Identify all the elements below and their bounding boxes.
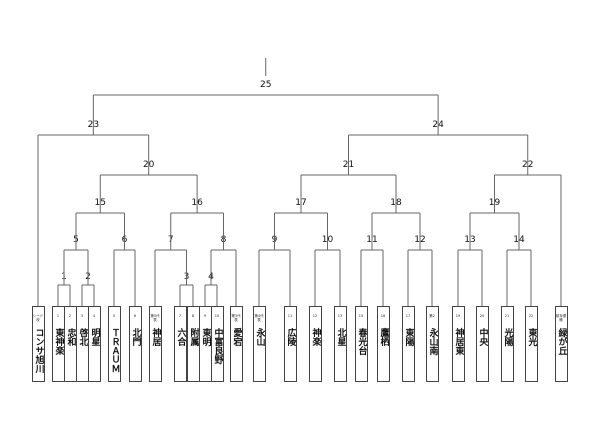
- team-name: 東神楽: [53, 328, 64, 355]
- team-name: 光陽: [502, 328, 513, 346]
- team-seed: 第4代表: [254, 314, 264, 322]
- match-connector: [113, 249, 136, 306]
- team-name: 東陽: [403, 328, 414, 346]
- team-box: 第3代表愛宕: [229, 306, 243, 382]
- team-seed: 前年優勝: [555, 314, 567, 322]
- match-connector: [457, 249, 483, 306]
- team-seed: 第3代表: [231, 314, 241, 322]
- team-box: 11 広陵: [283, 306, 297, 382]
- team-seed: 16: [380, 314, 386, 318]
- match-connector: [37, 134, 150, 306]
- match-connector: [494, 174, 562, 306]
- team-name: 中富良野: [212, 328, 223, 364]
- team-box: 17 東陽: [401, 306, 415, 382]
- team-box: 4 明星: [87, 306, 101, 382]
- team-box: 12 神楽: [308, 306, 322, 382]
- team-name: コンサ旭川: [33, 328, 44, 373]
- match-connector: [371, 212, 421, 250]
- team-box: 前年優勝緑が丘: [554, 306, 568, 382]
- team-name: 忠和: [65, 328, 76, 346]
- match-connector: [506, 249, 532, 306]
- team-box: シード校コンサ旭川: [31, 306, 45, 382]
- team-name: 永山: [254, 328, 265, 346]
- match-connector: [170, 212, 224, 250]
- team-name: 春光台: [356, 328, 367, 355]
- team-seed: 第2: [429, 314, 435, 318]
- team-name: 緑が丘: [556, 328, 567, 355]
- team-name: 六合: [175, 328, 186, 346]
- match-connector: [92, 94, 439, 135]
- match-connector: [179, 284, 194, 306]
- team-name: 神居東: [453, 328, 464, 355]
- team-box: 15 春光台: [354, 306, 368, 382]
- match-connector: [204, 284, 218, 306]
- match-connector: [469, 212, 520, 250]
- team-name: 明星: [89, 328, 100, 346]
- match-number: 25: [260, 80, 271, 90]
- team-box: 6 北門: [128, 306, 142, 382]
- match-connector: [348, 134, 529, 175]
- team-name: 啓北: [77, 328, 88, 346]
- match-connector: [360, 249, 384, 306]
- team-seed: 15: [358, 314, 364, 318]
- match-connector: [274, 212, 328, 250]
- team-box: 第2 永山南: [425, 306, 439, 382]
- team-seed: 9: [203, 314, 207, 318]
- team-box: 16 鷹栖: [376, 306, 390, 382]
- team-seed: 20: [479, 314, 485, 318]
- match-connector: [75, 212, 125, 250]
- team-box: 19 神居東: [451, 306, 465, 382]
- team-seed: 7: [178, 314, 182, 318]
- team-seed: シード校: [32, 314, 44, 322]
- team-name: 広陵: [285, 328, 296, 346]
- team-box: 第5代表神居: [148, 306, 162, 382]
- team-name: 東明: [200, 328, 211, 346]
- team-box: 第4代表永山: [252, 306, 266, 382]
- match-connector: [99, 174, 198, 213]
- team-name: 神居: [150, 328, 161, 346]
- team-seed: 22: [528, 314, 534, 318]
- team-box: 10 中富良野: [210, 306, 224, 382]
- team-seed: 21: [504, 314, 510, 318]
- team-name: 愛宕: [231, 328, 242, 346]
- team-name: 北星: [335, 328, 346, 346]
- team-seed: 10: [214, 314, 220, 318]
- team-name: 神楽: [310, 328, 321, 346]
- match-connector: [81, 284, 95, 306]
- team-seed: 11: [287, 314, 293, 318]
- team-seed: 1: [56, 314, 60, 318]
- team-seed: 8: [191, 314, 195, 318]
- team-name: 中央: [477, 328, 488, 346]
- team-box: 21 光陽: [500, 306, 514, 382]
- match-connector: [314, 249, 341, 306]
- team-seed: 5: [112, 314, 116, 318]
- team-box: 7 六合: [173, 306, 187, 382]
- team-seed: 6: [133, 314, 137, 318]
- team-box: 20 中央: [475, 306, 489, 382]
- team-seed: 13: [337, 314, 343, 318]
- team-seed: 17: [405, 314, 411, 318]
- team-seed: 4: [92, 314, 96, 318]
- team-box: 22 東光: [524, 306, 538, 382]
- team-name: ＴＲＡＵＭ: [109, 328, 120, 373]
- match-connector: [407, 249, 433, 306]
- match-connector: [57, 284, 71, 306]
- team-name: 鷹栖: [378, 328, 389, 346]
- match-connector: [258, 249, 291, 306]
- team-seed: 2: [68, 314, 72, 318]
- match-connector: [300, 174, 397, 213]
- team-seed: 3: [80, 314, 84, 318]
- team-name: 北門: [130, 328, 141, 346]
- team-seed: 12: [312, 314, 318, 318]
- team-box: 13 北星: [333, 306, 347, 382]
- team-seed: 第5代表: [150, 314, 160, 322]
- team-name: 附属: [188, 328, 199, 346]
- team-name: 東光: [526, 328, 537, 346]
- team-name: 永山南: [427, 328, 438, 355]
- team-seed: 19: [455, 314, 461, 318]
